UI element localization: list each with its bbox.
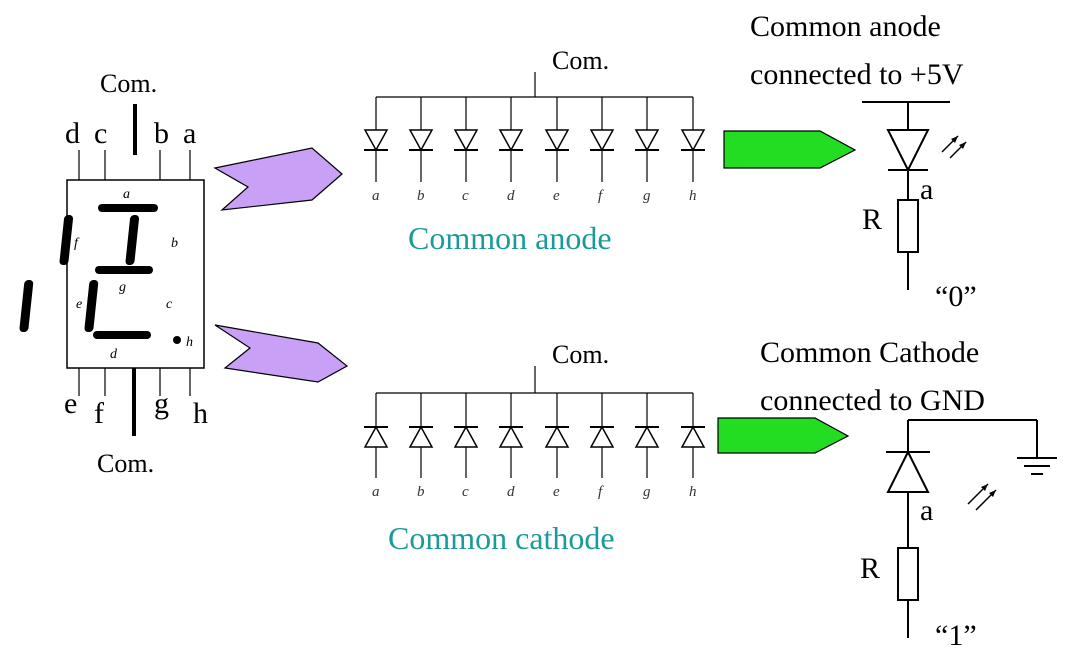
segment-letter-c: c: [166, 297, 173, 312]
segment-letter-d: d: [110, 347, 118, 362]
cathode-pin-label-2: b: [417, 484, 425, 500]
anode-diode-2: [408, 97, 434, 182]
segment-letter-a: a: [123, 187, 130, 202]
cathode-detail-logic-level: “1”: [935, 619, 977, 652]
display-pin-label-f: f: [94, 397, 104, 430]
cathode-detail-node-label: a: [920, 494, 933, 527]
display-pin-label-e: e: [64, 387, 77, 420]
display-com-bottom-label: Com.: [97, 449, 154, 478]
anode-pin-label-1: a: [372, 188, 380, 204]
cathode-pin-label-3: c: [462, 484, 469, 500]
cathode-pin-label-7: g: [643, 484, 651, 500]
anode-diode-7: [634, 97, 660, 182]
cathode-diode-6: [589, 393, 615, 478]
cathode-pin-label-8: h: [689, 484, 697, 500]
display-pin-label-d: d: [65, 117, 80, 150]
display-pin-label-a: a: [183, 117, 196, 150]
ground-icon: [1017, 457, 1057, 475]
anode-detail-node-label: a: [920, 173, 933, 206]
cathode-diode-5: [544, 393, 570, 478]
segment-g: [95, 266, 153, 274]
anode-pin-label-6: f: [598, 188, 604, 204]
anode-diode-6: [589, 97, 615, 182]
segment-h-dot: [173, 336, 181, 344]
segment-letter-e: e: [76, 297, 82, 312]
segment-a: [98, 204, 158, 212]
display-pin-label-g: g: [154, 387, 169, 420]
cathode-array-com-label: Com.: [552, 340, 609, 369]
anode-diode-8: [680, 97, 706, 182]
anode-diode-3: [453, 97, 479, 182]
segment-letter-g: g: [119, 280, 126, 295]
seven-segment-display: Com. d c b a a b c d e f g h e f: [19, 69, 208, 478]
cathode-diode-4: [498, 393, 524, 478]
anode-array-caption: Common anode: [408, 220, 612, 256]
segment-c: [84, 280, 99, 332]
anode-detail-title-line1: Common anode: [750, 10, 941, 43]
cathode-pin-label-6: f: [598, 484, 604, 500]
display-pin-label-c: c: [94, 117, 107, 150]
common-anode-array: Com. a b c d e f g h Common anode: [363, 46, 706, 256]
segment-letter-b: b: [171, 236, 178, 251]
cathode-detail-title-line1: Common Cathode: [760, 336, 979, 369]
anode-detail-circuit: Common anode connected to +5V a R “0”: [750, 10, 977, 313]
cathode-detail-diode-icon: [886, 449, 930, 493]
anode-pin-label-5: e: [553, 188, 560, 204]
cathode-pin-label-4: d: [507, 484, 515, 500]
anode-pin-label-3: c: [462, 188, 469, 204]
segment-d: [93, 331, 151, 339]
anode-array-com-label: Com.: [552, 46, 609, 75]
cathode-diode-3: [453, 393, 479, 478]
anode-pin-label-2: b: [417, 188, 425, 204]
display-pin-label-b: b: [154, 117, 169, 150]
common-cathode-array: Com. a b c d e f g h Common cathode: [363, 340, 706, 556]
display-pin-label-h: h: [193, 397, 208, 430]
cathode-detail-circuit: Common Cathode connected to GND a R “1”: [760, 336, 1057, 652]
cathode-pin-label-5: e: [553, 484, 560, 500]
violet-arrow-top: [213, 147, 343, 211]
anode-diode-5: [544, 97, 570, 182]
segment-b: [125, 215, 140, 265]
cathode-diode-7: [634, 393, 660, 478]
anode-diode-1: [363, 97, 389, 182]
cathode-array-caption: Common cathode: [388, 520, 615, 556]
cathode-detail-resistor-icon: [897, 547, 919, 601]
cathode-pin-label-1: a: [372, 484, 380, 500]
anode-diode-row: a b c d e f g h: [363, 97, 706, 204]
anode-pin-label-4: d: [507, 188, 515, 204]
cathode-diode-1: [363, 393, 389, 478]
green-arrow-top: [723, 130, 857, 169]
cathode-detail-title-line2: connected to GND: [760, 384, 985, 417]
anode-diode-4: [498, 97, 524, 182]
anode-detail-resistor-label: R: [862, 203, 882, 236]
segment-e: [19, 280, 34, 332]
anode-detail-resistor-icon: [897, 199, 919, 253]
anode-detail-logic-level: “0”: [935, 280, 977, 313]
cathode-light-rays-icon: [967, 483, 997, 511]
anode-detail-diode-icon: [886, 129, 930, 173]
green-arrow-bottom: [717, 417, 850, 454]
anode-pin-label-8: h: [689, 188, 697, 204]
anode-detail-title-line2: connected to +5V: [750, 58, 964, 91]
cathode-diode-row: a b c d e f g h: [363, 393, 706, 500]
display-com-top-label: Com.: [100, 69, 157, 98]
cathode-diode-2: [408, 393, 434, 478]
segment-letter-f: f: [74, 236, 80, 251]
segment-f: [59, 215, 74, 265]
cathode-diode-8: [680, 393, 706, 478]
cathode-detail-resistor-label: R: [860, 552, 880, 585]
segment-letter-h: h: [186, 335, 193, 350]
violet-arrow-bottom: [214, 324, 349, 383]
anode-light-rays-icon: [941, 135, 967, 159]
anode-pin-label-7: g: [643, 188, 651, 204]
